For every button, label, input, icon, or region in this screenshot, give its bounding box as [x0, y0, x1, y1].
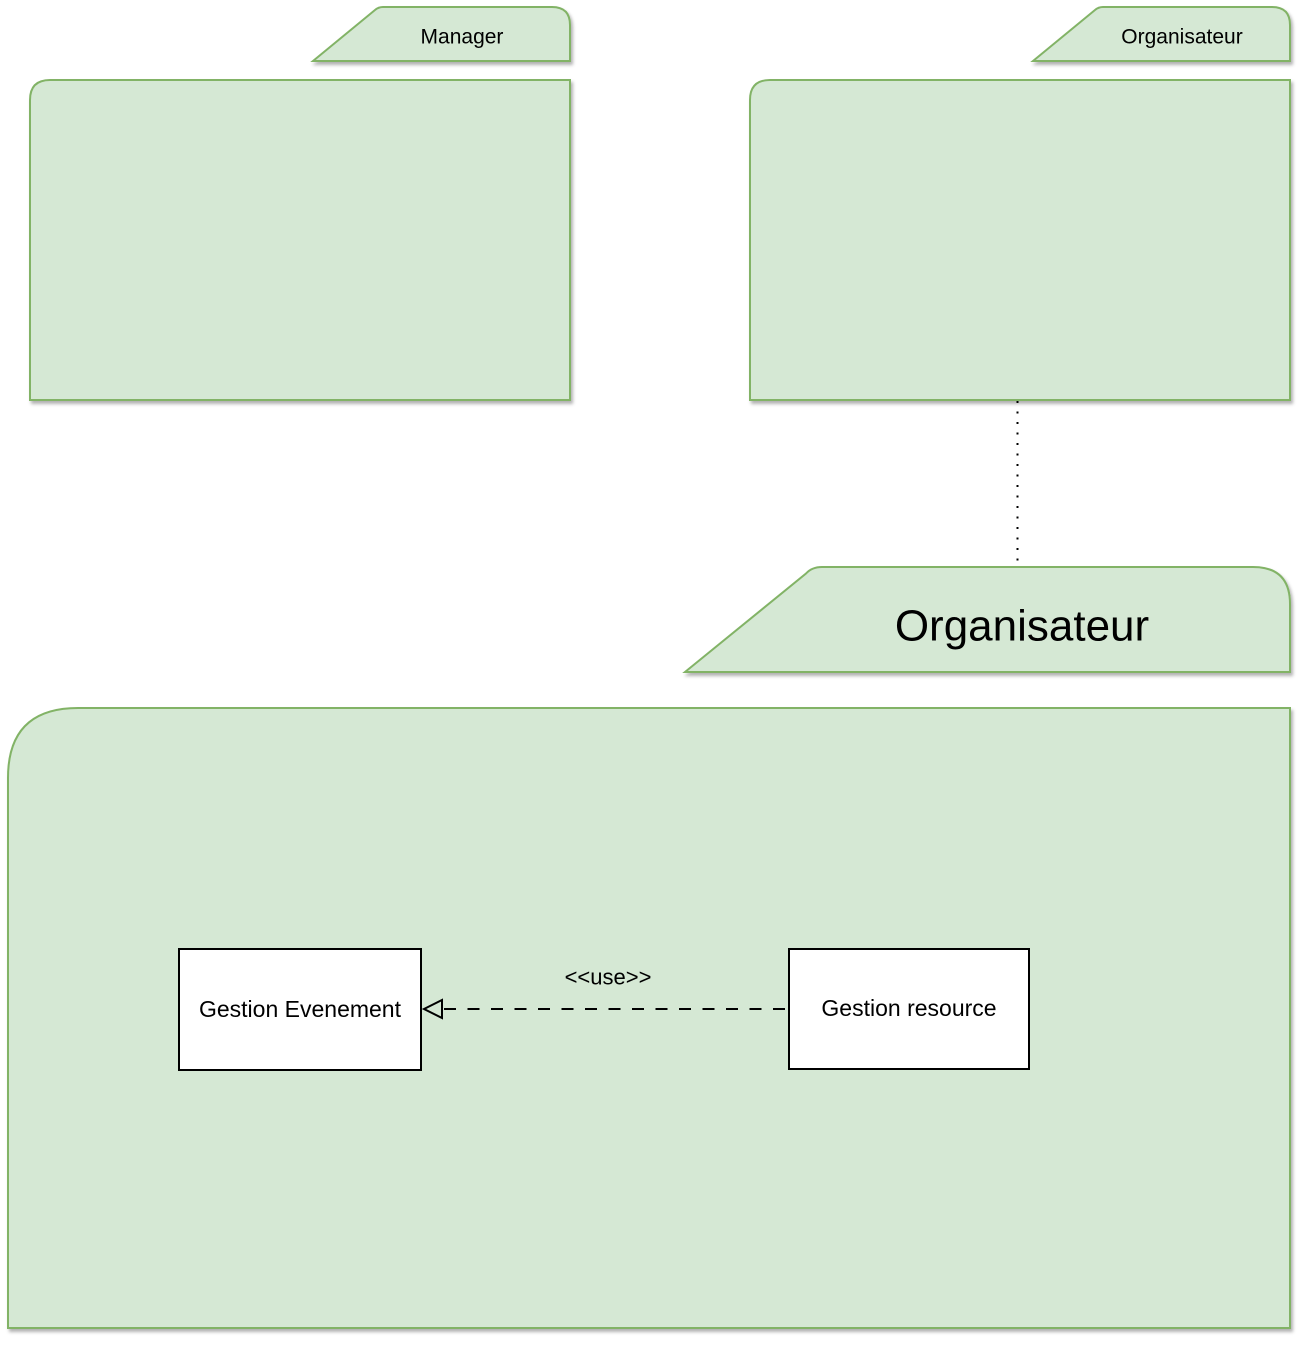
package-manager-label: Manager	[421, 26, 504, 49]
package-organisateur-detail-label: Organisateur	[895, 602, 1149, 651]
component-gestion-evenement[interactable]: Gestion Evenement	[178, 948, 422, 1071]
package-manager-tab[interactable]	[310, 6, 571, 62]
use-dependency-connector[interactable]: <<use>>	[421, 965, 789, 1020]
package-organisateur-detail-body[interactable]	[7, 707, 1291, 1329]
package-organisateur-body[interactable]	[749, 79, 1291, 401]
package-manager[interactable]: Manager	[29, 6, 571, 401]
component-gestion-evenement-label: Gestion Evenement	[199, 996, 402, 1022]
component-gestion-resource-label: Gestion resource	[821, 995, 996, 1021]
package-organisateur-detail-tab[interactable]	[682, 566, 1291, 673]
package-organisateur-label: Organisateur	[1121, 26, 1242, 49]
package-organisateur-detail[interactable]: Organisateur <<use>> Gestion Evenement G…	[7, 566, 1291, 1329]
component-gestion-resource[interactable]: Gestion resource	[788, 948, 1030, 1070]
use-dependency-label: <<use>>	[565, 965, 652, 990]
component-gestion-evenement-box[interactable]	[178, 948, 422, 1071]
open-arrowhead-icon	[421, 998, 443, 1020]
package-organisateur-tab[interactable]	[1030, 6, 1291, 62]
package-manager-body[interactable]	[29, 79, 571, 401]
package-organisateur[interactable]: Organisateur	[749, 6, 1291, 401]
component-gestion-resource-box[interactable]	[788, 948, 1030, 1070]
